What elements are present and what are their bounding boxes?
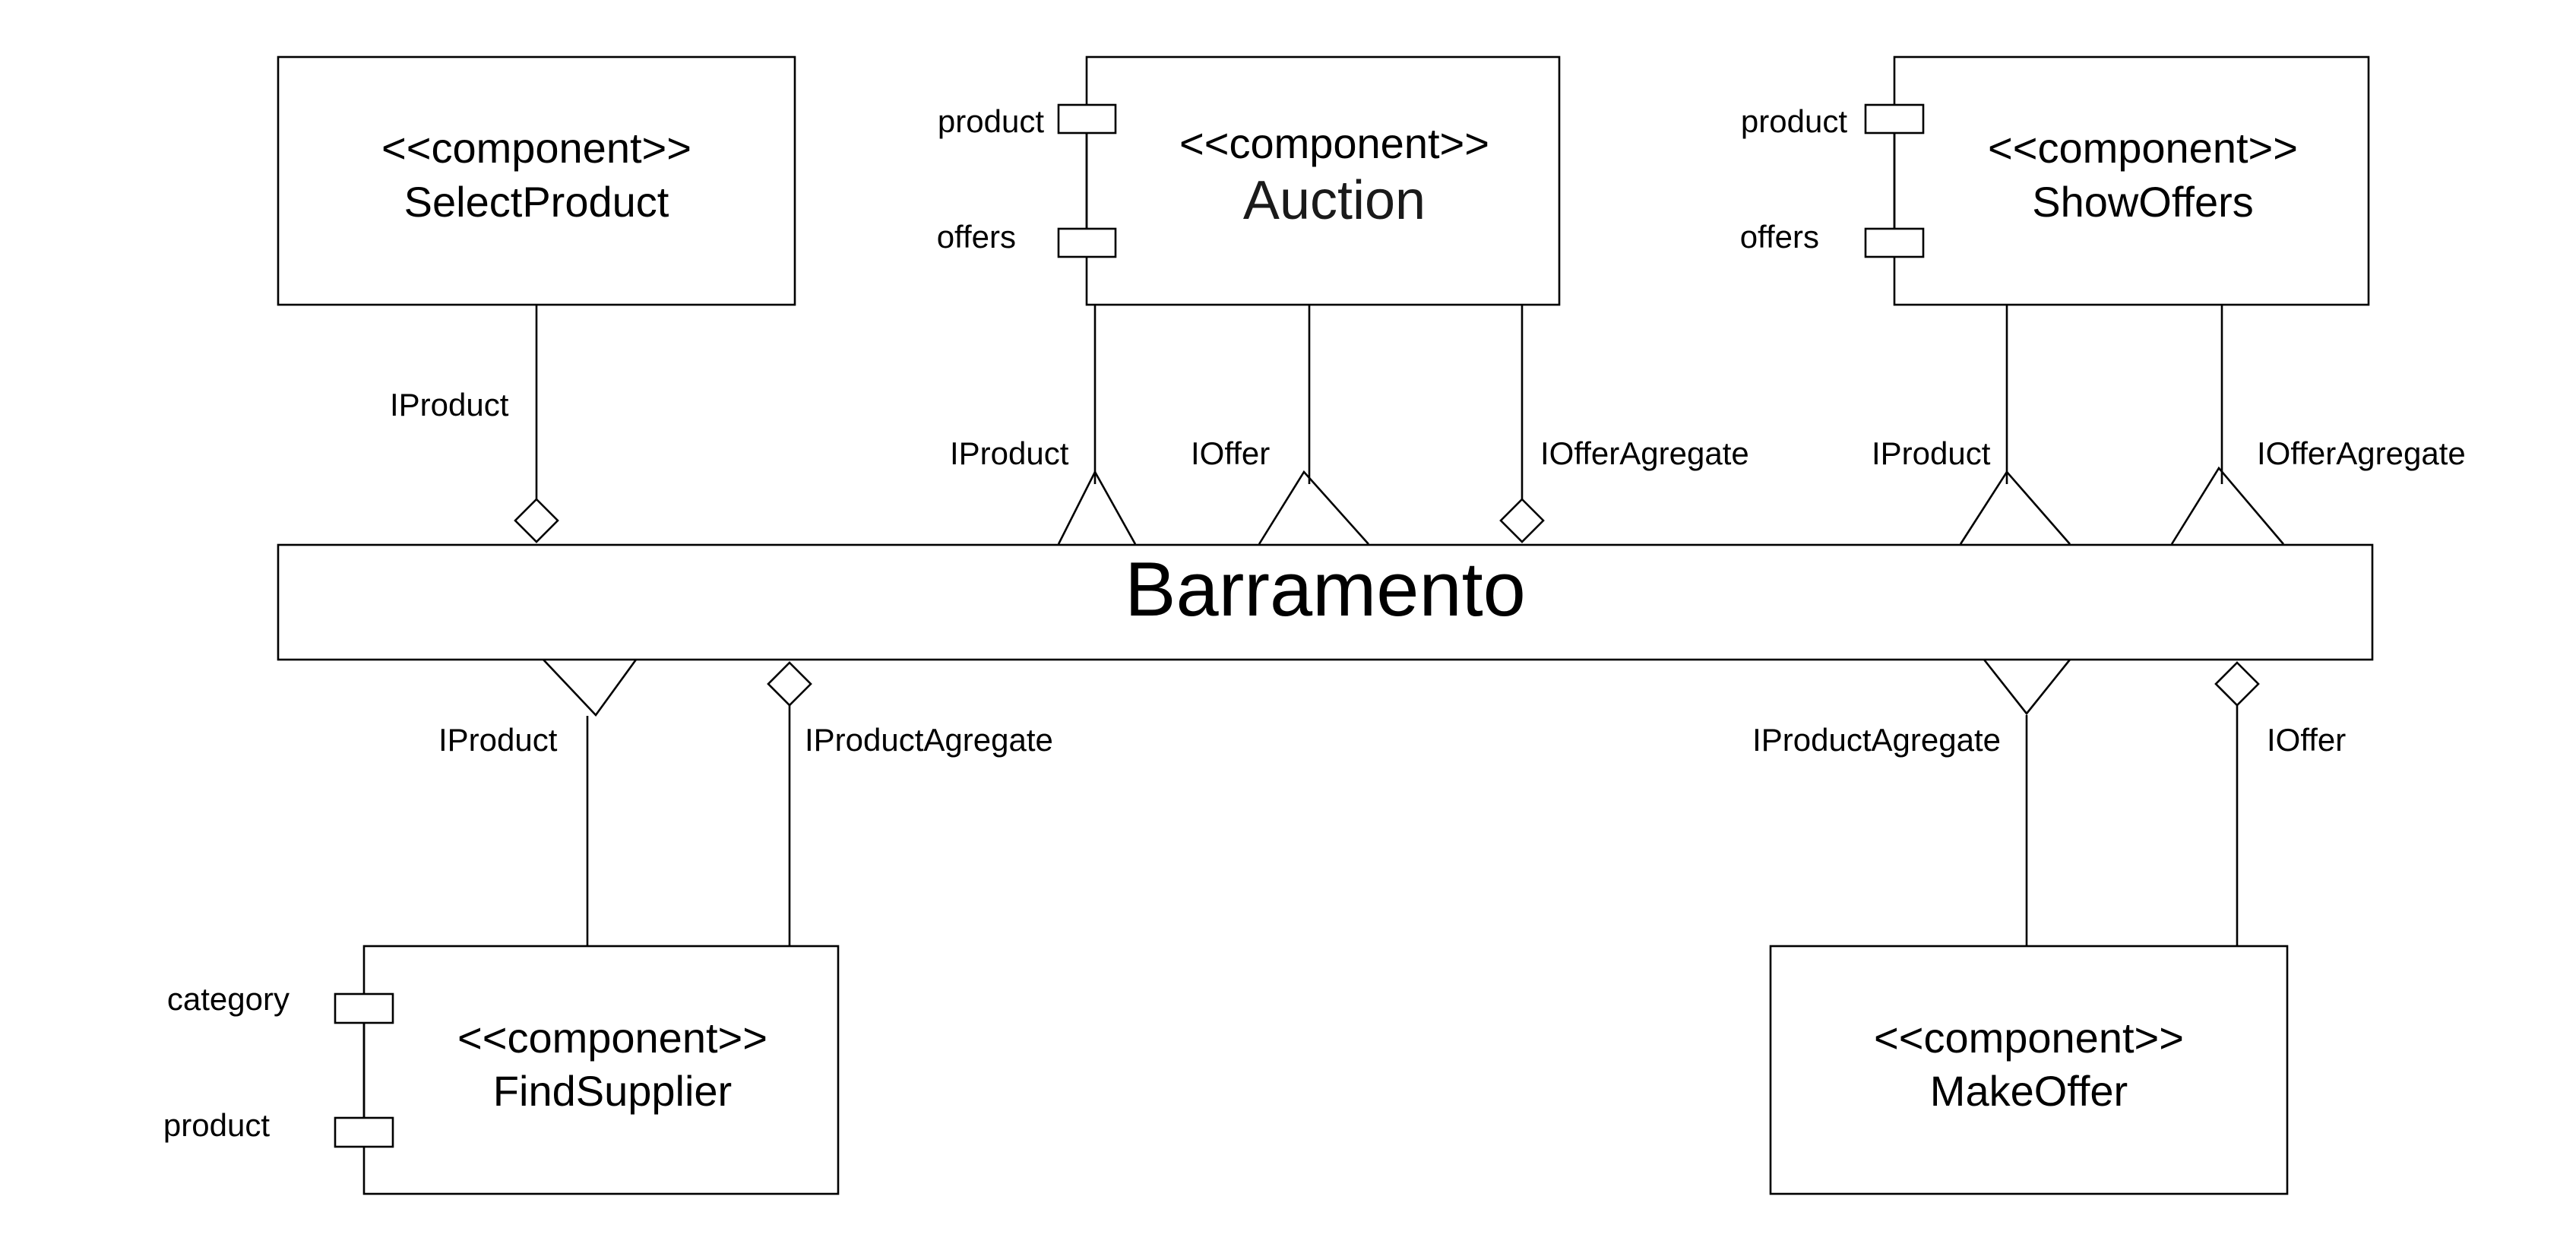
- port-label-product: product: [1741, 103, 1847, 139]
- connector-label: IProductAgregate: [805, 722, 1053, 758]
- connector-make-offer-iproductagregate[interactable]: IProductAgregate: [1752, 659, 2071, 946]
- aggregation-diamond: [767, 661, 812, 707]
- connector-show-offers-iofferagregate[interactable]: IOfferAgregate: [2170, 305, 2466, 545]
- bus-box: [277, 543, 2374, 661]
- socket-symbol: [1258, 470, 1369, 545]
- port-offers[interactable]: [1864, 227, 1925, 258]
- connector-auction-iofferagregate[interactable]: IOfferAgregate: [1499, 305, 1749, 543]
- component-find-supplier[interactable]: <<component>> FindSupplier category prod…: [163, 945, 840, 1195]
- connector-label: IProduct: [1872, 435, 1991, 471]
- connector-select-product-iproduct[interactable]: IProduct: [390, 305, 559, 543]
- port-label-offers: offers: [1740, 219, 1819, 255]
- connector-label: IOfferAgregate: [1540, 435, 1749, 471]
- connector-label: IOffer: [1191, 435, 1270, 471]
- port-offers[interactable]: [1057, 227, 1117, 258]
- port-label-offers: offers: [937, 219, 1016, 255]
- component-stereotype: <<component>>: [1179, 119, 1489, 167]
- component-stereotype: <<component>>: [381, 124, 691, 172]
- connector-label: IOffer: [2267, 722, 2346, 758]
- port-category[interactable]: [334, 992, 394, 1024]
- connector-auction-iproduct[interactable]: IProduct: [950, 305, 1137, 545]
- port-product[interactable]: [1057, 103, 1117, 135]
- socket-symbol: [1057, 470, 1137, 545]
- component-box: [1893, 55, 2370, 306]
- socket-symbol: [1983, 659, 2071, 716]
- component-select-product[interactable]: <<component>> SelectProduct: [277, 55, 796, 306]
- component-stereotype: <<component>>: [1874, 1014, 2184, 1062]
- connector-label: IProductAgregate: [1752, 722, 2001, 758]
- component-name: ShowOffers: [2032, 178, 2254, 226]
- connector-auction-ioffer[interactable]: IOffer: [1191, 305, 1369, 545]
- aggregation-diamond: [1499, 498, 1545, 543]
- port-label-product: product: [938, 103, 1044, 139]
- component-make-offer[interactable]: <<component>> MakeOffer: [1769, 945, 2289, 1195]
- connector-label: IOfferAgregate: [2257, 435, 2466, 471]
- component-box: [1085, 55, 1561, 306]
- connector-find-supplier-iproductagregate[interactable]: IProductAgregate: [767, 661, 1053, 946]
- connector-find-supplier-iproduct[interactable]: IProduct: [438, 659, 638, 946]
- component-name: FindSupplier: [493, 1067, 732, 1115]
- socket-symbol: [543, 659, 638, 717]
- component-box: [362, 945, 840, 1195]
- component-name: SelectProduct: [404, 178, 669, 226]
- component-name: Auction: [1243, 170, 1426, 231]
- component-name: MakeOffer: [1930, 1067, 2128, 1115]
- connector-make-offer-ioffer[interactable]: IOffer: [2214, 661, 2346, 946]
- port-label-category: category: [167, 981, 290, 1017]
- bus-title: Barramento: [1125, 547, 1526, 632]
- component-stereotype: <<component>>: [457, 1014, 767, 1062]
- port-product[interactable]: [1864, 103, 1925, 135]
- aggregation-diamond: [514, 498, 559, 543]
- socket-symbol: [2170, 466, 2284, 545]
- bus-barramento[interactable]: Barramento: [277, 543, 2374, 661]
- aggregation-diamond: [2214, 661, 2260, 707]
- component-auction[interactable]: <<component>> Auction product offers: [937, 55, 1561, 306]
- port-label-product: product: [163, 1107, 270, 1143]
- connector-label: IProduct: [950, 435, 1069, 471]
- component-box: [1769, 945, 2289, 1195]
- component-show-offers[interactable]: <<component>> ShowOffers product offers: [1740, 55, 2370, 306]
- port-product[interactable]: [334, 1116, 394, 1148]
- connector-show-offers-iproduct[interactable]: IProduct: [1872, 305, 2071, 545]
- component-stereotype: <<component>>: [1988, 124, 2298, 172]
- connector-label: IProduct: [438, 722, 558, 758]
- connector-label: IProduct: [390, 387, 509, 423]
- socket-symbol: [1959, 470, 2071, 545]
- component-box: [277, 55, 796, 306]
